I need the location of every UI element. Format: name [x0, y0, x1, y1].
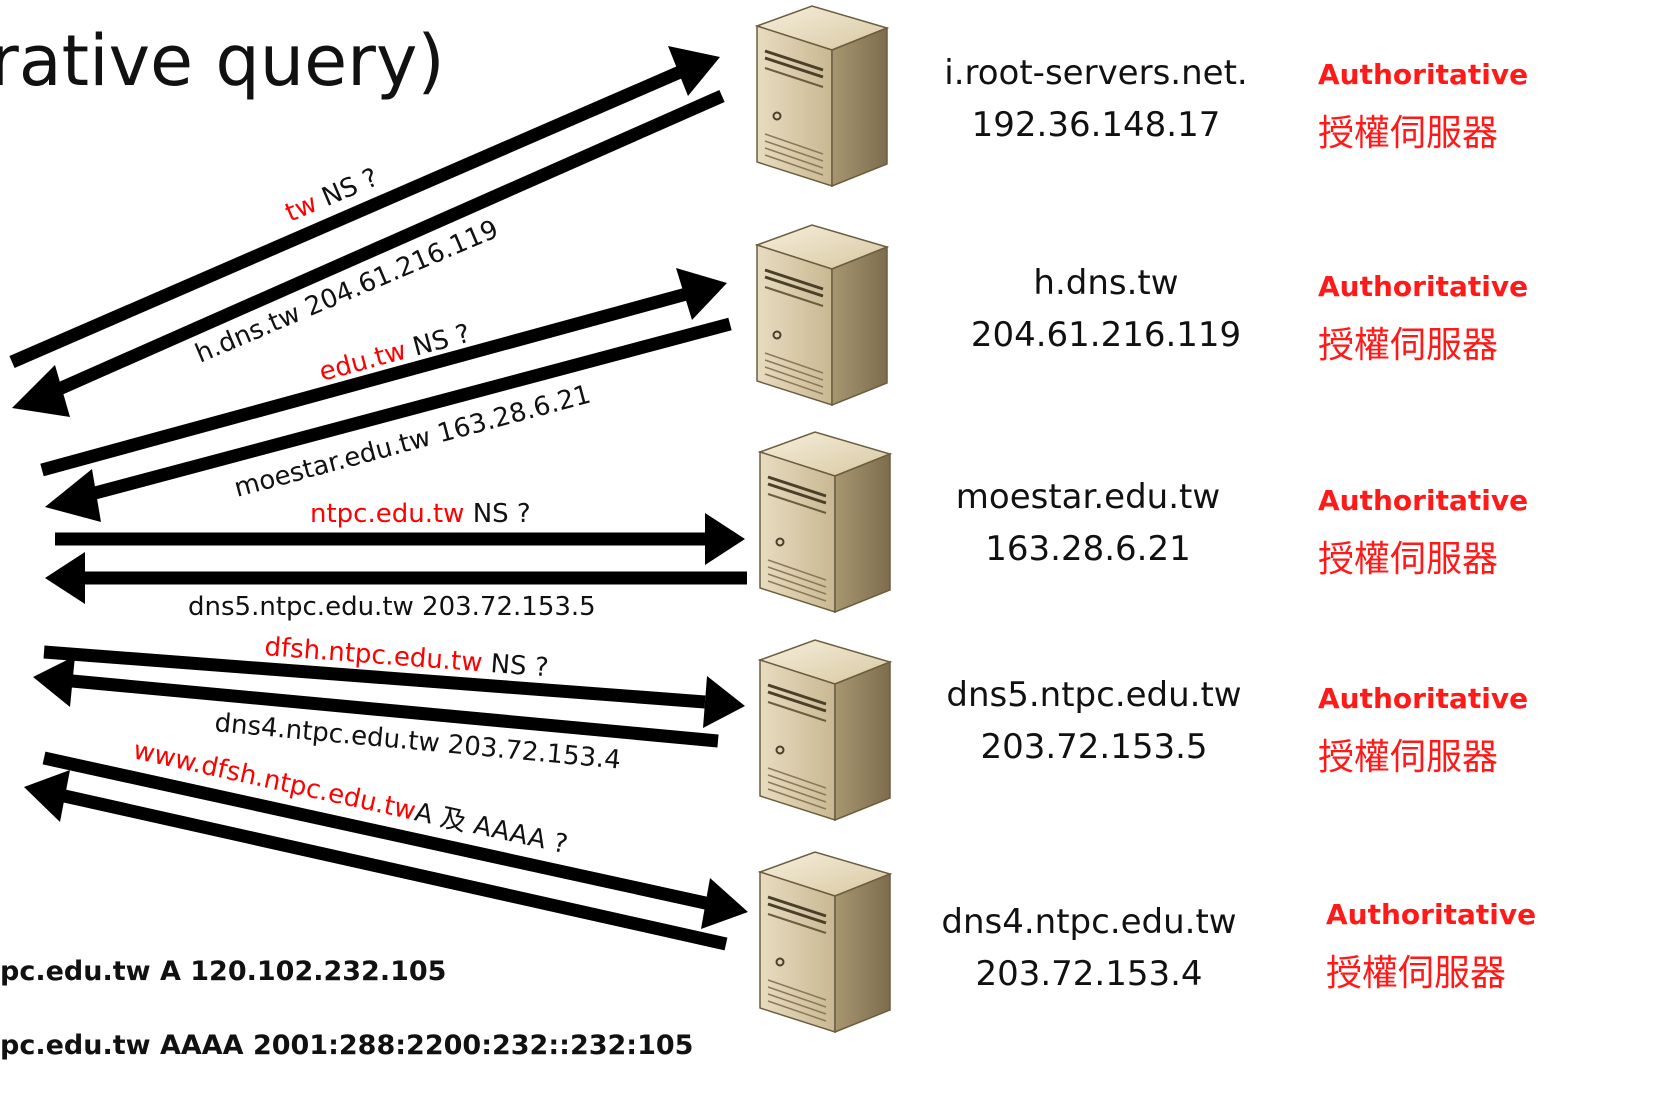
slide-title: rative query): [0, 20, 445, 102]
authoritative-zh-4: 授權伺服器: [1318, 737, 1499, 778]
authoritative-zh-5: 授權伺服器: [1326, 953, 1507, 994]
authoritative-zh-2: 授權伺服器: [1318, 325, 1499, 366]
server-icon-1: [755, 4, 889, 188]
server-name-4: dns5.ntpc.edu.tw: [946, 675, 1242, 715]
authoritative-label-2: Authoritative: [1318, 270, 1529, 303]
server-name-1: i.root-servers.net.: [944, 53, 1248, 93]
server-ip-4: 203.72.153.5: [980, 727, 1208, 767]
authoritative-zh-3: 授權伺服器: [1318, 539, 1499, 580]
arrows: [9, 46, 748, 951]
server-ip-3: 163.28.6.21: [985, 529, 1191, 569]
answer-aaaa-record: pc.edu.tw AAAA 2001:288:2200:232::232:10…: [0, 1030, 694, 1061]
server-name-5: dns4.ntpc.edu.tw: [941, 902, 1237, 942]
server-name-3: moestar.edu.tw: [955, 477, 1221, 517]
server-name-2: h.dns.tw: [1033, 263, 1179, 303]
server-icons: [755, 4, 892, 1034]
server-icon-2: [755, 223, 889, 407]
authoritative-label-3: Authoritative: [1318, 484, 1529, 517]
server-icon-3: [758, 430, 892, 614]
answer-a-record: pc.edu.tw A 120.102.232.105: [0, 956, 447, 987]
response-label-3: dns5.ntpc.edu.tw 203.72.153.5: [188, 592, 596, 622]
authoritative-label-4: Authoritative: [1318, 682, 1529, 715]
query-label-3: ntpc.edu.tw NS ?: [310, 499, 531, 529]
authoritative-zh-1: 授權伺服器: [1318, 113, 1499, 154]
authoritative-label-1: Authoritative: [1318, 58, 1529, 91]
server-icon-4: [758, 638, 892, 822]
server-ip-5: 203.72.153.4: [975, 954, 1203, 994]
message-labels: tw NS ? h.dns.tw 204.61.216.119 edu.tw N…: [130, 163, 622, 861]
server-ip-1: 192.36.148.17: [971, 105, 1221, 145]
authoritative-label-5: Authoritative: [1326, 898, 1537, 931]
server-icon-5: [758, 850, 892, 1034]
server-ip-2: 204.61.216.119: [970, 315, 1242, 355]
